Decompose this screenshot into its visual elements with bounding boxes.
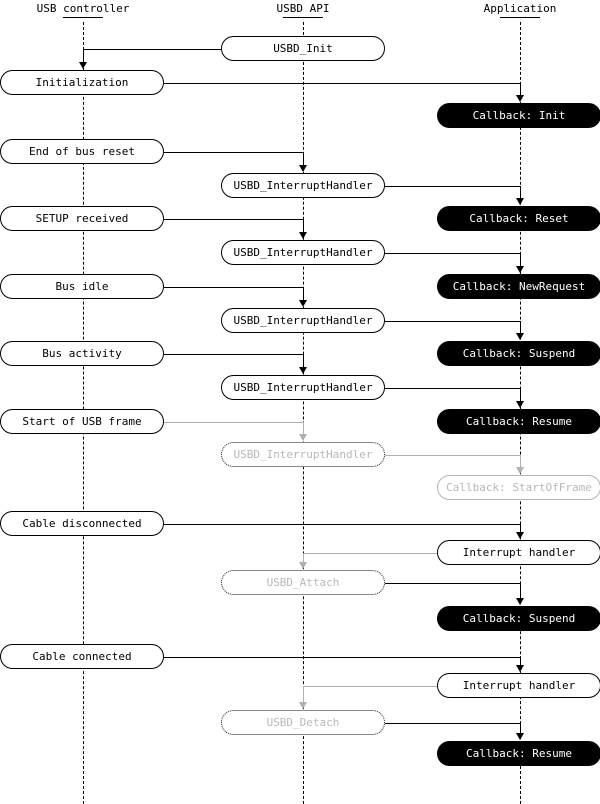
connector-h-3	[385, 185, 520, 187]
node-n03[interactable]: Callback: Init	[437, 103, 600, 128]
node-n21[interactable]: USBD_Attach	[221, 570, 385, 595]
connector-arrowhead-9	[516, 401, 524, 408]
node-n04[interactable]: End of bus reset	[0, 139, 164, 164]
connector-h-0	[83, 48, 221, 50]
lane-header-usbd-api: USBD API	[276, 2, 330, 15]
node-n12[interactable]: Bus activity	[0, 341, 164, 366]
connector-h-15	[164, 656, 520, 658]
connector-arrowhead-2	[299, 165, 307, 172]
node-n22[interactable]: Callback: Suspend	[437, 606, 600, 631]
lifeline-usbd-api	[303, 22, 304, 804]
connector-arrowhead-5	[516, 266, 524, 273]
connector-arrowhead-16	[299, 702, 307, 709]
node-n25[interactable]: USBD_Detach	[221, 710, 385, 735]
connector-v-13	[303, 552, 304, 563]
lane-underline-usb-controller	[63, 17, 103, 18]
node-n08[interactable]: USBD_InterruptHandler	[221, 240, 385, 265]
connector-v-3	[520, 185, 521, 199]
connector-v-9	[520, 387, 521, 402]
connector-h-14	[385, 582, 520, 584]
connector-v-5	[520, 252, 521, 267]
node-n09[interactable]: Bus idle	[0, 274, 164, 299]
connector-arrowhead-12	[516, 532, 524, 539]
node-n17[interactable]: USBD_InterruptHandler	[221, 442, 385, 467]
connector-h-9	[385, 387, 520, 389]
connector-v-15	[520, 656, 521, 666]
connector-arrowhead-13	[299, 562, 307, 569]
connector-h-2	[164, 151, 303, 153]
connector-arrowhead-1	[516, 95, 524, 102]
connector-arrowhead-7	[516, 333, 524, 340]
connector-h-4	[164, 218, 303, 220]
node-n07[interactable]: Callback: Reset	[437, 206, 600, 231]
node-n15[interactable]: Start of USB frame	[0, 409, 164, 434]
connector-v-12	[520, 523, 521, 533]
connector-v-1	[520, 82, 521, 96]
node-n01[interactable]: USBD_Init	[221, 36, 385, 61]
node-n05[interactable]: USBD_InterruptHandler	[221, 173, 385, 198]
node-n23[interactable]: Cable connected	[0, 644, 164, 669]
node-n06[interactable]: SETUP received	[0, 206, 164, 231]
connector-arrowhead-11	[516, 467, 524, 474]
connector-v-0	[83, 48, 84, 63]
connector-arrowhead-3	[516, 198, 524, 205]
lane-header-application: Application	[483, 2, 557, 15]
connector-v-4	[303, 218, 304, 233]
connector-h-11	[385, 454, 520, 456]
connector-v-17	[520, 722, 521, 734]
connector-v-11	[520, 454, 521, 468]
connector-arrowhead-8	[299, 367, 307, 374]
connector-h-17	[385, 722, 520, 724]
connector-v-10	[303, 421, 304, 435]
connector-h-12	[164, 523, 520, 525]
connector-arrowhead-0	[79, 62, 87, 69]
connector-h-8	[164, 353, 303, 355]
node-n13[interactable]: Callback: Suspend	[437, 341, 600, 366]
node-n10[interactable]: Callback: NewRequest	[437, 274, 600, 299]
lane-header-usb-controller: USB controller	[36, 2, 130, 15]
node-n16[interactable]: Callback: Resume	[437, 409, 600, 434]
connector-arrowhead-15	[516, 665, 524, 672]
connector-v-6	[303, 286, 304, 301]
node-n20[interactable]: Interrupt handler	[437, 540, 600, 565]
connector-h-16	[303, 685, 437, 687]
connector-v-2	[303, 151, 304, 166]
node-n26[interactable]: Callback: Resume	[437, 741, 600, 766]
connector-h-10	[164, 421, 303, 423]
connector-arrowhead-17	[516, 733, 524, 740]
node-n19[interactable]: Cable disconnected	[0, 511, 164, 536]
node-n14[interactable]: USBD_InterruptHandler	[221, 375, 385, 400]
connector-v-14	[520, 582, 521, 599]
connector-arrowhead-4	[299, 232, 307, 239]
node-n11[interactable]: USBD_InterruptHandler	[221, 308, 385, 333]
connector-arrowhead-10	[299, 434, 307, 441]
connector-arrowhead-14	[516, 598, 524, 605]
lane-underline-usbd-api	[283, 17, 323, 18]
connector-v-7	[520, 320, 521, 334]
connector-h-7	[385, 320, 520, 322]
connector-v-16	[303, 685, 304, 703]
lane-underline-application	[500, 17, 540, 18]
connector-h-5	[385, 252, 520, 254]
connector-h-1	[164, 82, 520, 84]
node-n24[interactable]: Interrupt handler	[437, 673, 600, 698]
connector-h-13	[303, 552, 437, 554]
connector-v-8	[303, 353, 304, 368]
node-n02[interactable]: Initialization	[0, 70, 164, 95]
connector-arrowhead-6	[299, 300, 307, 307]
connector-h-6	[164, 286, 303, 288]
node-n18[interactable]: Callback: StartOfFrame	[437, 475, 600, 500]
